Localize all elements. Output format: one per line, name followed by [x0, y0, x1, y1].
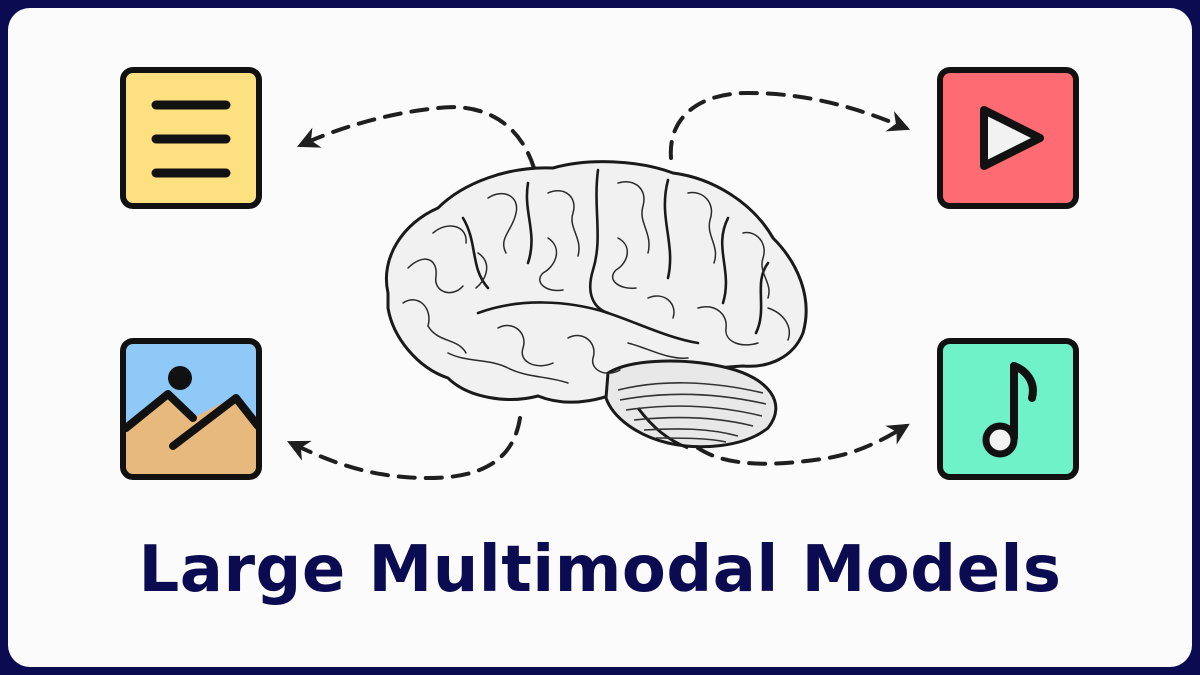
- music-note-icon: [937, 338, 1079, 480]
- page-title: Large Multimodal Models: [138, 533, 1062, 607]
- diagram-canvas: [120, 67, 1079, 481]
- arrow-to-audio: [696, 423, 910, 466]
- arrow-to-video: [668, 90, 911, 160]
- arrow-to-text: [297, 105, 536, 170]
- page-frame: Large Multimodal Models: [8, 8, 1192, 667]
- arrow-to-image: [287, 416, 522, 481]
- play-video-icon: [937, 67, 1079, 209]
- text-document-icon: [120, 67, 262, 209]
- brain-icon: [385, 160, 808, 450]
- landscape-image-icon: [120, 338, 262, 480]
